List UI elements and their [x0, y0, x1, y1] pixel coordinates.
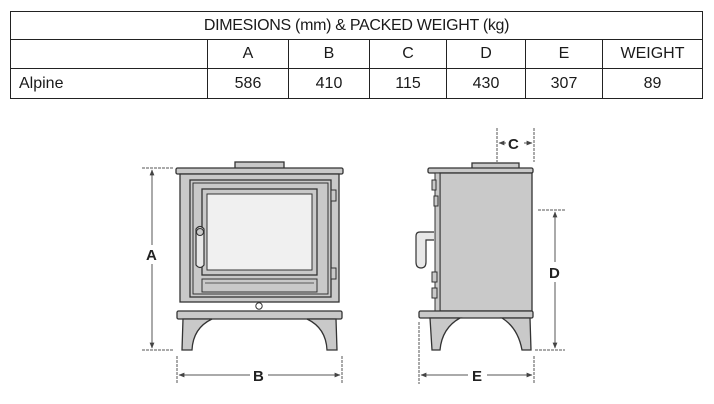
dimension-a — [142, 167, 173, 351]
header-d: D — [446, 39, 526, 69]
label-d: D — [549, 265, 560, 282]
table-title: DIMESIONS (mm) & PACKED WEIGHT (kg) — [10, 11, 703, 40]
front-view-stove — [175, 161, 344, 351]
header-model — [10, 39, 208, 69]
dimension-d — [535, 209, 565, 351]
cell-c: 115 — [369, 68, 447, 99]
table-title-row: DIMESIONS (mm) & PACKED WEIGHT (kg) — [10, 11, 703, 40]
label-b: B — [253, 368, 264, 385]
dimension-e — [418, 322, 535, 384]
cell-b: 410 — [288, 68, 370, 99]
side-view-stove — [415, 162, 534, 351]
header-e: E — [525, 39, 603, 69]
cell-model: Alpine — [10, 68, 208, 99]
dimensions-table: DIMESIONS (mm) & PACKED WEIGHT (kg) A B … — [10, 11, 703, 99]
dimension-b — [176, 356, 343, 384]
table-row: Alpine 586 410 115 430 307 89 — [10, 68, 703, 99]
label-a: A — [146, 247, 157, 264]
label-c: C — [508, 136, 519, 153]
header-b: B — [288, 39, 370, 69]
cell-a: 586 — [207, 68, 289, 99]
header-weight: WEIGHT — [602, 39, 703, 69]
label-e: E — [472, 368, 482, 385]
cell-weight: 89 — [602, 68, 703, 99]
dimension-c — [496, 128, 535, 162]
